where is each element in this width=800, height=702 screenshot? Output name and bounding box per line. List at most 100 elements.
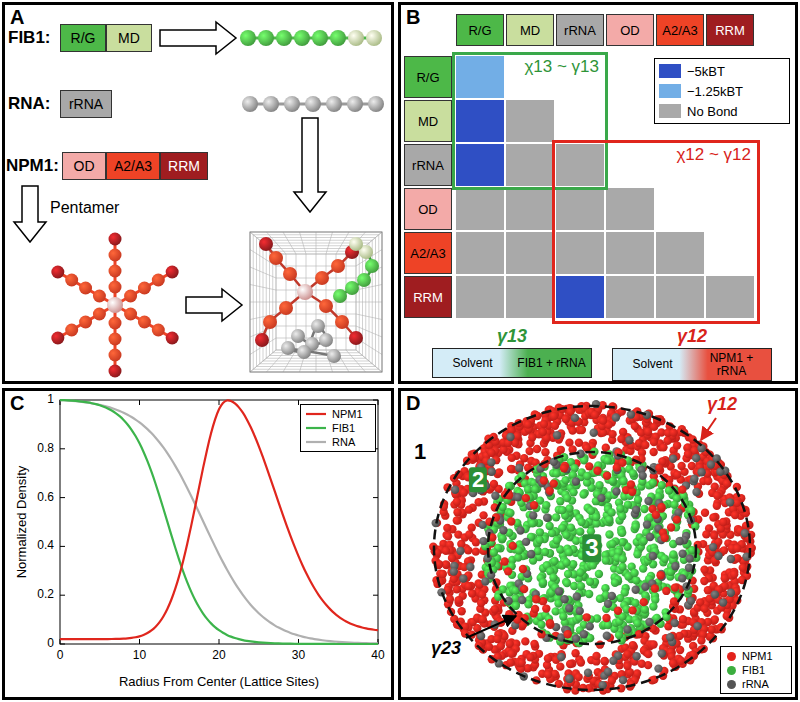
particle xyxy=(576,607,584,615)
particle xyxy=(649,552,657,560)
particle xyxy=(701,509,709,517)
particle xyxy=(577,658,585,666)
particle xyxy=(633,550,641,558)
particle xyxy=(727,555,735,563)
npm1-bead xyxy=(109,333,122,346)
rna-bead xyxy=(305,96,321,112)
npm1-bead xyxy=(109,317,122,330)
axis-tick xyxy=(298,400,299,405)
particle xyxy=(607,508,615,516)
axis-tick xyxy=(219,639,220,644)
particle xyxy=(507,650,515,658)
particle xyxy=(669,455,677,463)
particle xyxy=(624,650,632,658)
particle xyxy=(561,476,569,484)
particle xyxy=(599,416,607,424)
npm1-bead xyxy=(109,281,122,294)
npm1-bead xyxy=(152,274,165,287)
lattice-line xyxy=(356,314,382,320)
particle xyxy=(733,544,741,552)
particle xyxy=(709,543,717,551)
particle xyxy=(709,513,717,521)
polymer-bead xyxy=(269,251,283,265)
particle xyxy=(704,477,712,485)
particle xyxy=(526,653,534,661)
lattice-line xyxy=(276,254,277,350)
particle xyxy=(514,493,522,501)
particle xyxy=(457,607,465,615)
block-arrow xyxy=(160,22,236,54)
polymer-bead xyxy=(333,289,347,303)
particle xyxy=(550,412,558,420)
particle xyxy=(669,550,677,558)
particle xyxy=(641,605,649,613)
particle xyxy=(687,597,695,605)
particle xyxy=(727,589,735,597)
particle xyxy=(617,435,625,443)
particle xyxy=(701,605,709,613)
particle xyxy=(572,477,580,485)
particle xyxy=(506,433,514,441)
particle xyxy=(631,522,639,530)
particle xyxy=(544,670,552,678)
particle xyxy=(553,536,561,544)
polymer-bead xyxy=(319,333,333,347)
particle xyxy=(456,547,464,555)
particle xyxy=(644,427,652,435)
particle xyxy=(497,642,505,650)
particle xyxy=(633,619,641,627)
particle xyxy=(702,530,710,538)
block-arrow xyxy=(14,186,46,242)
particle xyxy=(598,681,606,689)
matrix-cell xyxy=(556,232,604,274)
particle xyxy=(479,615,487,623)
polymer-chain xyxy=(266,244,305,292)
axis-tick xyxy=(60,546,65,547)
particle xyxy=(573,592,581,600)
particle xyxy=(619,428,627,436)
npm1-bead xyxy=(152,324,165,337)
particle xyxy=(469,454,477,462)
polymer-bead xyxy=(357,273,371,287)
particle xyxy=(639,564,647,572)
particle xyxy=(624,500,632,508)
particle xyxy=(527,550,535,558)
particle xyxy=(631,586,639,594)
particle xyxy=(713,491,721,499)
particle xyxy=(618,563,626,571)
particle xyxy=(661,555,669,563)
particle xyxy=(460,489,468,497)
rna-bead xyxy=(368,96,384,112)
particle xyxy=(485,643,493,651)
particle xyxy=(562,415,570,423)
particle xyxy=(644,650,652,658)
particle xyxy=(700,577,708,585)
particle xyxy=(608,676,616,684)
particle xyxy=(632,576,640,584)
fib1-bead xyxy=(294,30,310,46)
particle xyxy=(641,441,649,449)
polymer-bead xyxy=(319,299,333,313)
particle xyxy=(679,615,687,623)
fib1-bead xyxy=(312,30,328,46)
particle xyxy=(541,448,549,456)
particle xyxy=(478,590,486,598)
particle xyxy=(555,680,563,688)
lattice-line xyxy=(326,232,333,254)
npm1-bead xyxy=(93,308,106,321)
particle xyxy=(537,620,545,628)
npm1-bead xyxy=(51,266,64,279)
particle xyxy=(444,532,452,540)
particle xyxy=(712,454,720,462)
npm1-bead xyxy=(109,249,122,262)
particle xyxy=(543,514,551,522)
axis-tick xyxy=(373,400,378,401)
particle xyxy=(530,640,538,648)
particle xyxy=(498,534,506,542)
particle xyxy=(649,479,657,487)
pentamer-arm xyxy=(115,305,172,338)
particle xyxy=(645,618,653,626)
matrix-cell xyxy=(456,188,504,230)
plot-frame xyxy=(60,400,378,644)
particle xyxy=(577,582,585,590)
